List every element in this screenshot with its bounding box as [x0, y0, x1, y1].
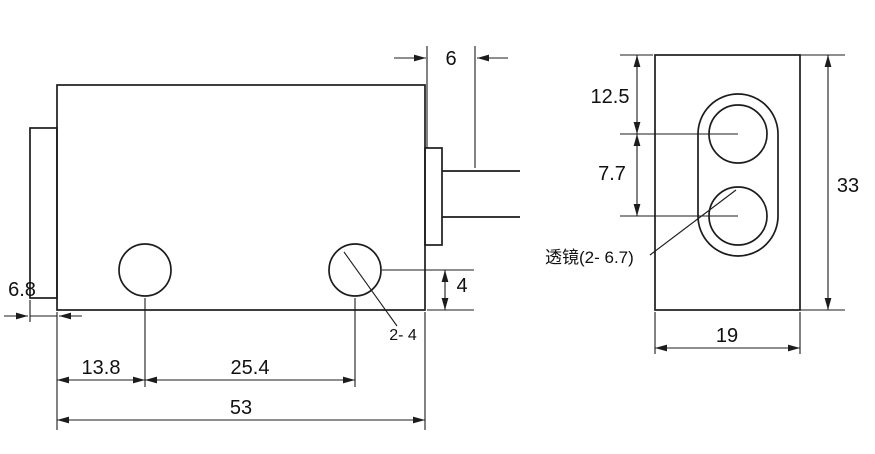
dim-edge-to-hole-label: 13.8 [82, 357, 121, 379]
dim-top-to-lens-label: 12.5 [591, 86, 630, 108]
dim-front-width-label: 19 [716, 325, 738, 347]
front-view [654, 54, 801, 311]
side-view-body-outline [56, 84, 426, 311]
holes-callout-label: 2- 4 [389, 327, 417, 344]
lens-bezel [697, 93, 779, 257]
dim-hole-to-bottom-label: 4 [456, 275, 467, 297]
dim-protrusion-label: 6 [445, 48, 456, 70]
side-view-dimensions: 6 6.8 4 2- 4 13.8 25.4 53 [4, 46, 508, 430]
mounting-hole-right [328, 243, 382, 297]
front-view-body-outline [654, 54, 801, 311]
lens-callout-label: 透镜(2- 6.7) [545, 248, 634, 267]
connector-block [424, 147, 443, 246]
leader-line [649, 189, 737, 256]
dim-tab-width-label: 6.8 [8, 279, 36, 301]
mounting-tab [29, 127, 58, 299]
dim-hole-spacing-label: 25.4 [231, 357, 270, 379]
dim-overall-height-label: 33 [837, 175, 859, 197]
side-view [29, 84, 520, 311]
dim-lens-spacing-label: 7.7 [598, 163, 626, 185]
front-view-dimensions: 12.5 7.7 33 19 透镜(2- 6.7) [545, 54, 859, 354]
mounting-hole-left [118, 243, 172, 297]
dim-overall-width-label: 53 [230, 397, 252, 419]
leader-line [343, 251, 398, 327]
